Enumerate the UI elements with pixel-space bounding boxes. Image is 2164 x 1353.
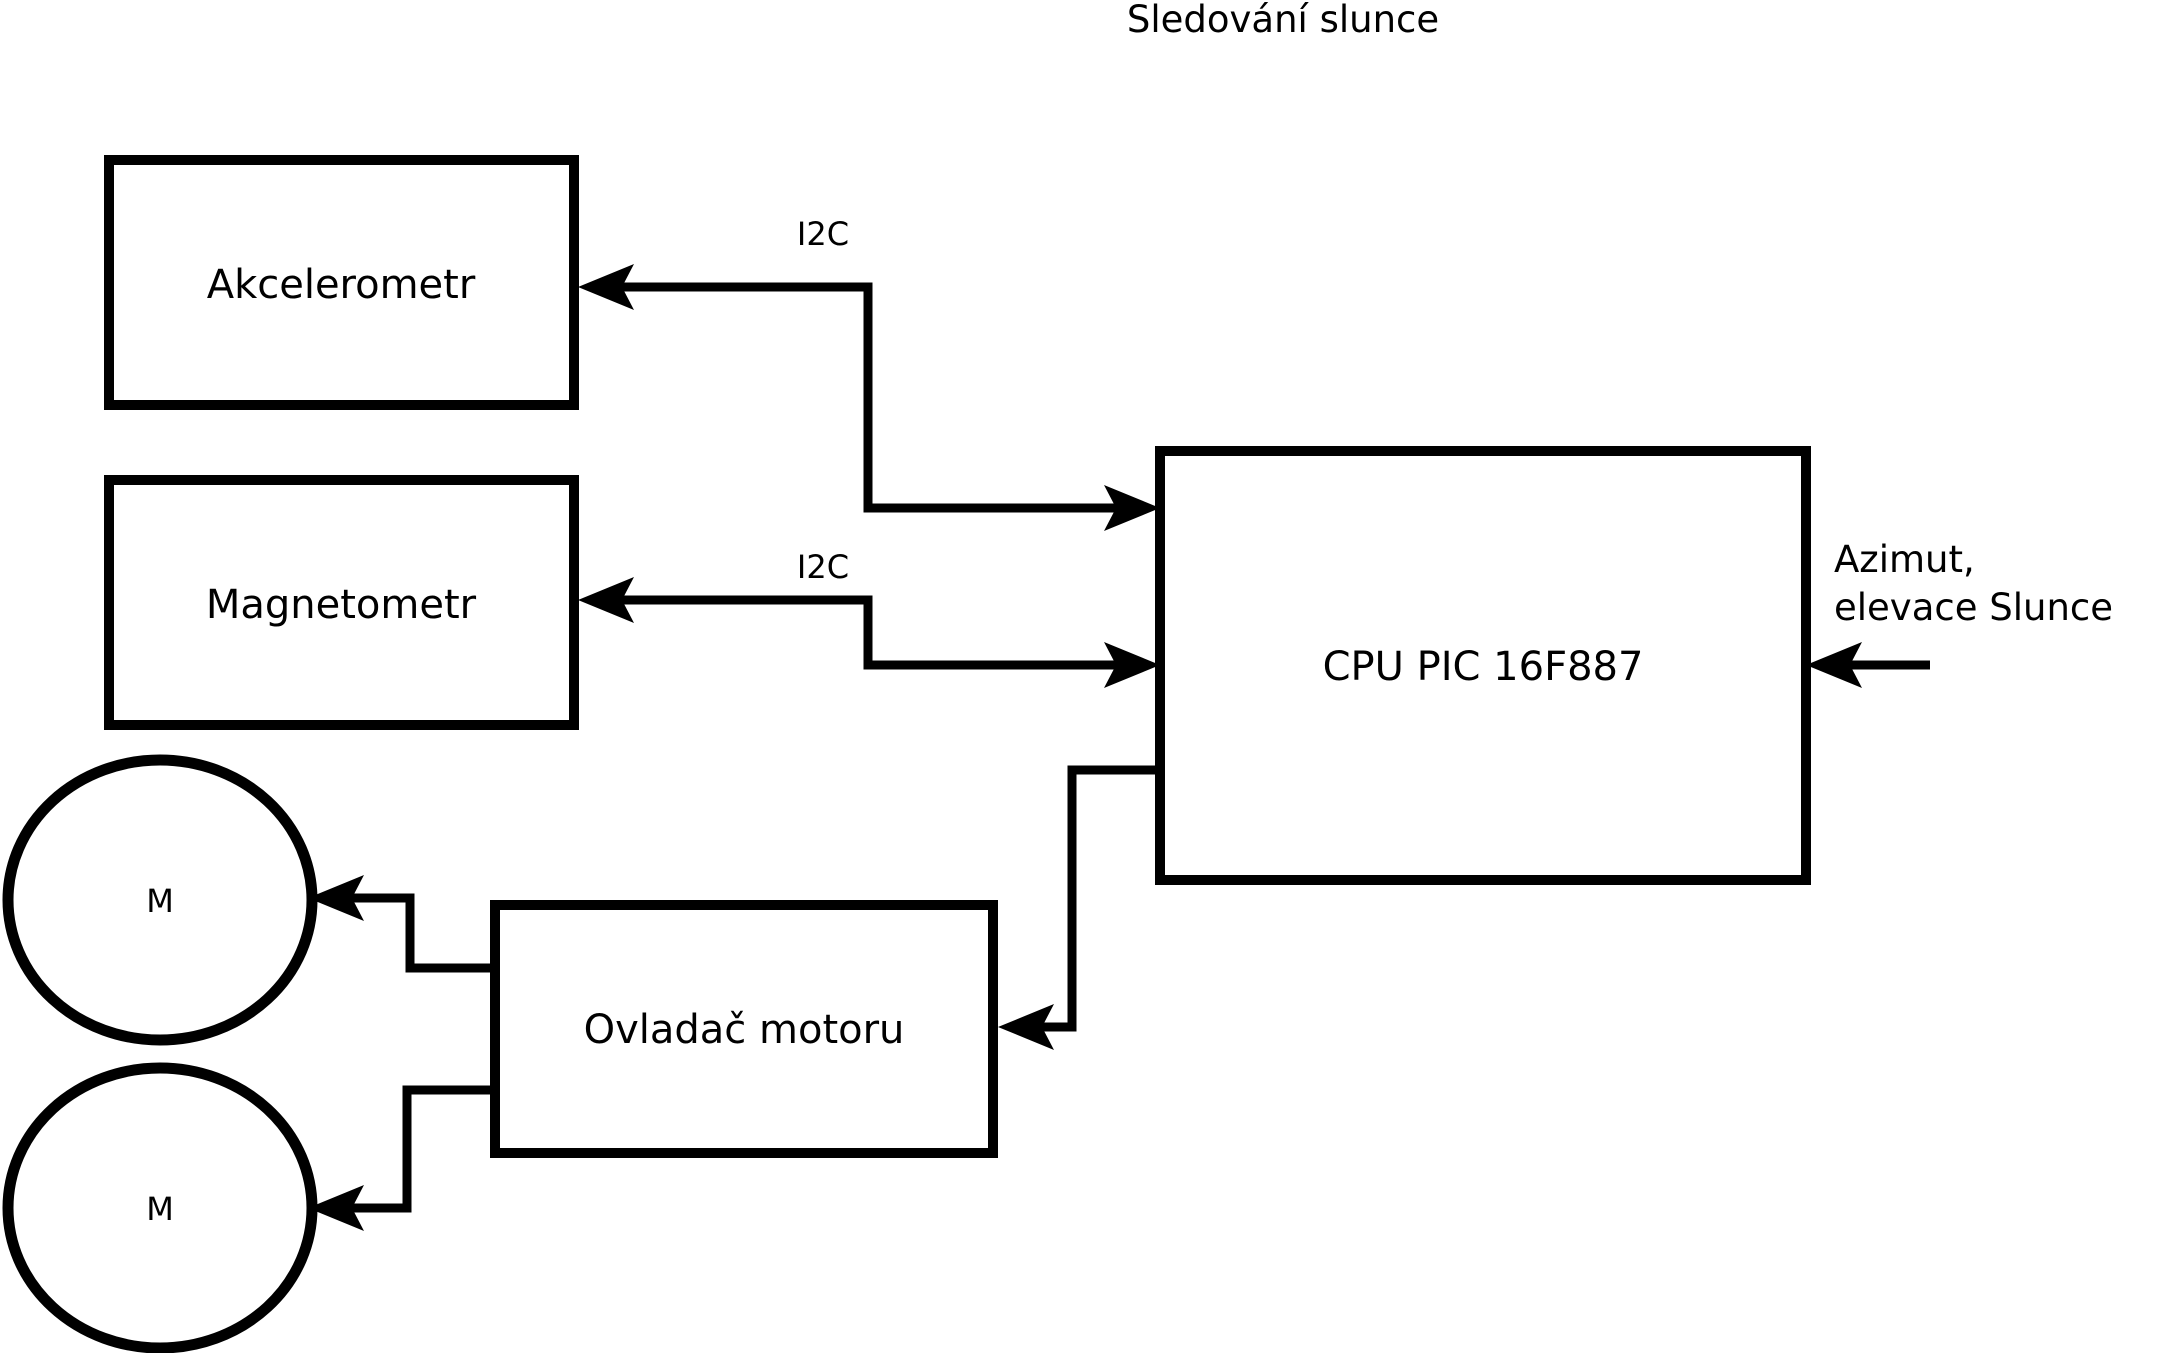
magnetometer-box[interactable]: [104, 475, 579, 730]
edge-motor-driver-to-motor-1: [308, 875, 490, 973]
accelerometer-box[interactable]: [104, 155, 579, 410]
node-accelerometer[interactable]: Akcelerometr: [104, 155, 579, 410]
motor-1-label: M: [146, 882, 174, 920]
arrowhead-into-cpu-right: [1806, 642, 1862, 688]
node-magnetometer[interactable]: Magnetometr: [104, 475, 579, 730]
edge-motor-driver-motor-1-path: [345, 893, 490, 973]
edge-cpu-to-magnetometer: I2C: [578, 548, 1160, 688]
diagram-title: Sledování slunce: [1127, 0, 1439, 41]
cpu-label: CPU PIC 16F887: [1323, 644, 1644, 690]
arrowhead-into-motor-2: [308, 1185, 364, 1231]
accelerometer-label: Akcelerometr: [207, 262, 476, 308]
motor-driver-label: Ovladač motoru: [584, 1007, 905, 1053]
edge-label-i2c-accelerometer: I2C: [797, 215, 849, 253]
edge-motor-driver-motor-2-path: [345, 1085, 490, 1213]
edge-cpu-to-motor-driver: [998, 765, 1160, 1050]
arrowhead-into-motor-driver: [998, 1004, 1054, 1050]
arrowhead-into-cpu-bottom: [1104, 642, 1160, 688]
motor-2-label: M: [146, 1190, 174, 1228]
edge-cpu-accelerometer-path: [615, 282, 1125, 513]
edge-label-i2c-magnetometer: I2C: [797, 548, 849, 586]
edge-cpu-motor-driver-path: [1028, 765, 1160, 1032]
sun-input-label-line-1: Azimut,: [1834, 538, 1975, 581]
node-motor-1[interactable]: M: [2, 754, 318, 1046]
magnetometer-label: Magnetometr: [206, 582, 477, 628]
edge-motor-driver-to-motor-2: [308, 1085, 490, 1231]
arrowhead-into-accelerometer: [578, 264, 634, 310]
node-motor-2[interactable]: M: [2, 1062, 318, 1353]
motor-1-circle[interactable]: [2, 754, 318, 1046]
edge-sun-input-to-cpu: Azimut, elevace Slunce: [1806, 538, 2113, 688]
edge-cpu-magnetometer-path: [615, 595, 1125, 670]
sun-input-label-line-2: elevace Slunce: [1834, 586, 2113, 629]
arrowhead-into-motor-1: [308, 875, 364, 921]
arrowhead-into-cpu-top: [1104, 485, 1160, 531]
arrowhead-into-magnetometer: [578, 577, 634, 623]
cpu-box[interactable]: [1155, 446, 1811, 885]
node-motor-driver[interactable]: Ovladač motoru: [490, 900, 998, 1158]
node-cpu[interactable]: CPU PIC 16F887: [1155, 446, 1811, 885]
edge-cpu-to-accelerometer: I2C: [578, 215, 1160, 531]
motor-driver-box[interactable]: [490, 900, 998, 1158]
